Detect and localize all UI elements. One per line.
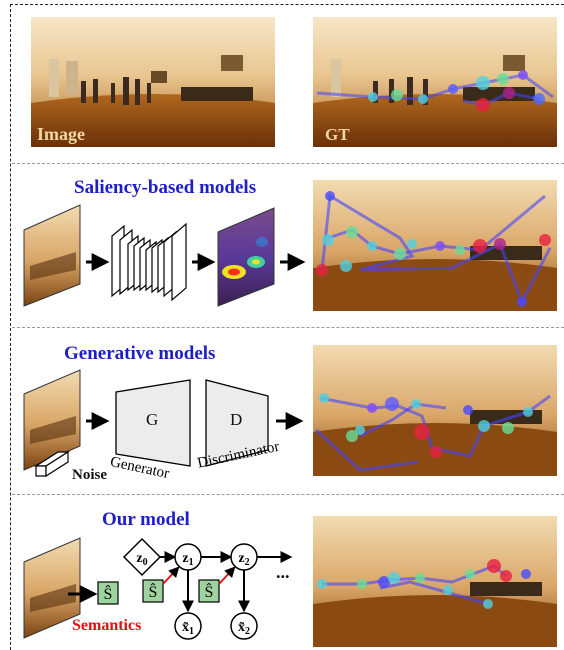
ellipsis: ... [276,562,290,582]
semantic-symbol: Ŝ [149,582,158,601]
our-output-panorama [313,516,557,647]
x2-node [230,612,258,640]
semantic-box [97,581,119,605]
panel-separator [12,327,564,328]
x1-node [174,612,202,640]
generator-box-label: G [146,410,159,429]
semantic-arrow [218,566,236,585]
image-label: Image [37,124,85,144]
cnn-layers-icon [111,222,187,302]
semantics-label: Semantics [72,617,142,634]
semantic-box [142,579,164,603]
our-panel-title: Our model [102,509,190,530]
our-input-thumbnail [23,537,81,639]
z1-label: z1 [182,551,193,568]
semantic-symbol: Ŝ [104,584,113,603]
generative-input-thumbnail [23,369,81,471]
generative-output-panorama [313,345,557,476]
gt-label: GT [325,125,350,144]
saliency-panel-title: Saliency-based models [74,177,257,198]
noise-block-icon [33,450,71,478]
input-panorama: Image [31,17,275,147]
discriminator-block [205,379,269,467]
gt-scanpath-image: GT [313,17,557,147]
discriminator-box-label: D [230,410,243,429]
semantic-box [198,579,220,603]
generator-block [115,379,191,467]
saliency-output-panorama [313,180,557,311]
panel-separator [12,163,564,164]
noise-label: Noise [72,467,107,483]
semantic-arrow [162,566,180,585]
outer-left-border [10,4,11,650]
outer-top-border [10,4,564,5]
z0-label: z0 [136,551,147,568]
saliency-input-thumbnail [23,204,81,307]
panorama-image: Image [31,17,275,147]
generative-panel-title: Generative models [64,343,216,364]
panel-separator [12,494,564,495]
z2-label: z2 [238,551,249,568]
semantic-symbol: Ŝ [205,582,214,601]
saliency-heatmap-thumbnail [217,207,275,307]
gt-panorama: GT [313,17,557,147]
